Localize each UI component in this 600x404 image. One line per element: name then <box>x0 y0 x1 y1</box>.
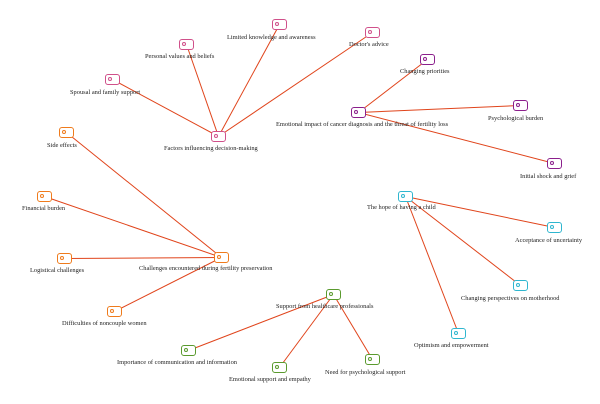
edge-factors-doctors_advice <box>218 32 373 137</box>
node-label: Emotional impact of cancer diagnosis and… <box>276 121 449 128</box>
subtheme-node-icon <box>365 354 380 365</box>
subtheme-node-icon <box>365 27 380 38</box>
node-label: Emotional support and empathy <box>229 376 311 383</box>
subtheme-node-icon <box>57 253 72 264</box>
subtheme-node-icon <box>513 280 528 291</box>
subtheme-node-icon <box>420 54 435 65</box>
node-label: Financial burden <box>22 205 66 212</box>
node-label: Acceptance of uncertainty <box>515 237 583 244</box>
subtheme-node-icon <box>105 74 120 85</box>
theme-node-icon <box>326 289 341 300</box>
edge-emotional_impact-psychological_burden <box>358 105 521 113</box>
edge-support_hcp-communication <box>188 294 334 351</box>
node-label: Difficulties of noncouple women <box>62 320 147 327</box>
edge-challenges-noncouple <box>114 257 222 312</box>
node-label: The hope of having a child <box>367 204 436 211</box>
subtheme-node-icon <box>59 127 74 138</box>
theme-node-icon <box>214 252 229 263</box>
subtheme-node-icon <box>547 158 562 169</box>
theme-node-icon <box>398 191 413 202</box>
node-label: Factors influencing decision-making <box>164 145 258 152</box>
node-label: Challenges encountered during fertility … <box>139 265 273 272</box>
edge-hope_child-acceptance_uncertainty <box>405 196 555 228</box>
edge-factors-limited_knowledge <box>218 24 280 137</box>
node-label: Changing perspectives on motherhood <box>461 295 560 302</box>
node-label: Limited knowledge and awareness <box>227 34 316 41</box>
edge-emotional_impact-changing_priorities <box>358 59 428 113</box>
subtheme-node-icon <box>107 306 122 317</box>
node-label: Side effects <box>47 142 77 149</box>
edge-support_hcp-emotional_support <box>279 294 334 368</box>
edge-challenges-logistical <box>64 257 222 259</box>
node-label: Optimism and empowerment <box>414 342 489 349</box>
node-label: Importance of communication and informat… <box>117 359 237 366</box>
edge-factors-spousal_support <box>112 79 219 137</box>
subtheme-node-icon <box>547 222 562 233</box>
edge-challenges-side_effects <box>66 132 222 258</box>
subtheme-node-icon <box>179 39 194 50</box>
subtheme-node-icon <box>272 19 287 30</box>
theme-node-icon <box>351 107 366 118</box>
subtheme-node-icon <box>37 191 52 202</box>
node-label: Doctor's advice <box>349 41 389 48</box>
subtheme-node-icon <box>451 328 466 339</box>
subtheme-node-icon <box>272 362 287 373</box>
edge-hope_child-changing_perspectives <box>405 196 521 286</box>
subtheme-node-icon <box>181 345 196 356</box>
edge-hope_child-optimism <box>405 196 459 334</box>
node-label: Support from healthcare professionals <box>276 303 374 310</box>
subtheme-node-icon <box>513 100 528 111</box>
node-label: Changing priorities <box>400 68 450 75</box>
node-label: Need for psychological support <box>325 369 406 376</box>
node-label: Logistical challenges <box>30 267 85 274</box>
node-label: Psychological burden <box>488 115 544 122</box>
edge-support_hcp-need_psych <box>333 294 373 360</box>
edge-challenges-financial_burden <box>44 196 222 258</box>
edge-factors-personal_values <box>186 44 219 137</box>
edge-emotional_impact-initial_shock <box>358 112 555 164</box>
node-label: Personal values and beliefs <box>145 53 215 60</box>
node-label: Spousal and family support <box>70 89 141 96</box>
theme-node-icon <box>211 131 226 142</box>
node-label: Initial shock and grief <box>520 173 577 180</box>
